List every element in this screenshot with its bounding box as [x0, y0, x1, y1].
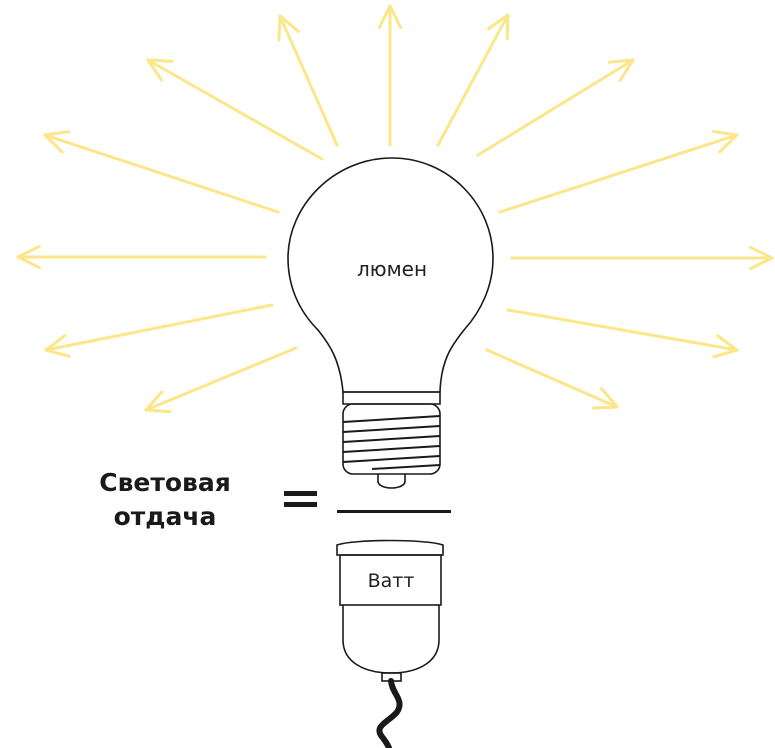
thread-line-1	[343, 416, 440, 422]
thread-line-2	[343, 426, 440, 432]
screw-threads	[343, 416, 440, 469]
light-ray-9	[500, 135, 737, 212]
light-ray-7	[438, 15, 508, 145]
light-ray-12	[487, 350, 617, 407]
light-ray-arrowhead-8	[609, 60, 633, 80]
equals-sign	[284, 491, 317, 507]
thread-line-4	[343, 446, 440, 452]
lumen-label: люмен	[357, 257, 427, 281]
socket-cap	[343, 605, 439, 673]
light-ray-5	[280, 16, 337, 145]
light-ray-3	[46, 305, 272, 350]
bulb-collar	[343, 392, 440, 404]
light-ray-4	[146, 348, 296, 410]
power-cable	[379, 681, 399, 748]
socket-rim	[337, 541, 443, 556]
light-ray-11	[508, 310, 737, 350]
thread-line-6	[372, 465, 440, 469]
watt-label: Ватт	[368, 570, 415, 592]
efficacy-term-line1: Световая	[99, 468, 231, 497]
fraction-bar	[337, 510, 451, 513]
light-ray-1	[45, 135, 278, 212]
light-rays	[18, 6, 772, 412]
light-ray-13	[148, 60, 322, 159]
thread-line-5	[343, 456, 440, 462]
thread-line-3	[343, 436, 440, 442]
light-ray-8	[478, 60, 633, 155]
efficacy-term-line2: отдача	[114, 502, 217, 531]
contact-tip	[378, 474, 405, 488]
